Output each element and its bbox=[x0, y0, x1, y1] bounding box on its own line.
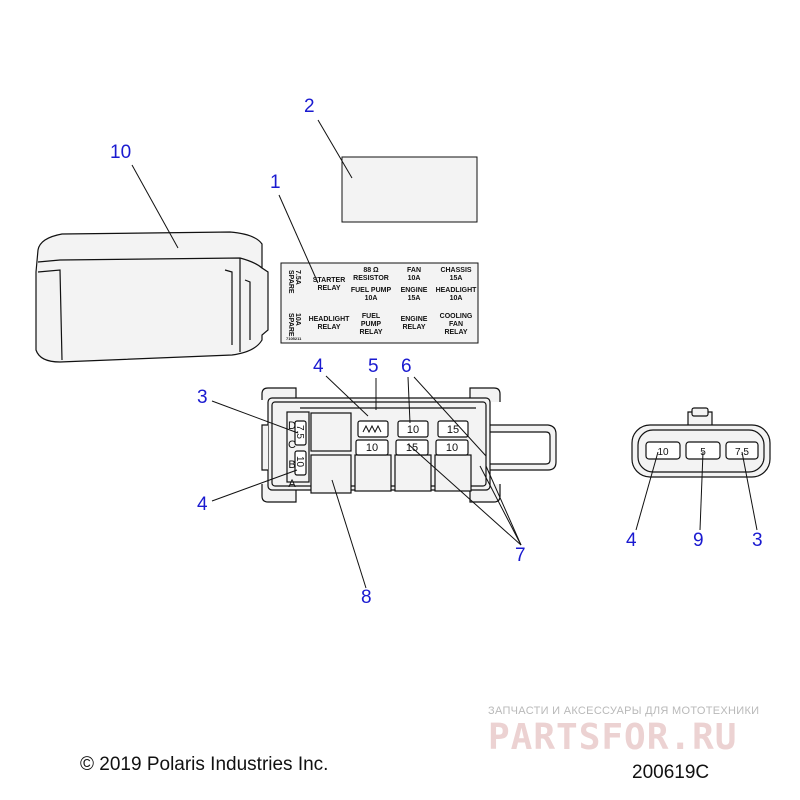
watermark-logo: PARTSFOR.RU bbox=[488, 717, 738, 758]
row-letter-b: B bbox=[288, 459, 295, 471]
diagram-part-number: 200619C bbox=[632, 762, 710, 783]
row-letter-a: A bbox=[288, 478, 296, 490]
callout-6: 6 bbox=[401, 356, 412, 377]
resistor-value-text: 88 Ω bbox=[363, 267, 379, 274]
copyright-text: © 2019 Polaris Industries Inc. bbox=[80, 754, 329, 775]
fuse-top-mid-text: 10 bbox=[407, 424, 419, 436]
callout-4-connector: 4 bbox=[626, 530, 637, 551]
side-fuse-10-text: 10 bbox=[294, 456, 305, 468]
fuse-low-left-text: 10 bbox=[366, 442, 378, 454]
resistor-text: RESISTOR bbox=[353, 275, 389, 282]
callout-numbers: 10 2 1 3 4 4 5 6 7 8 4 9 3 bbox=[110, 96, 763, 608]
fuse-box-cover bbox=[35, 231, 269, 363]
inline-fuse-connector bbox=[631, 407, 771, 478]
fuse-top-right-text: 15 bbox=[447, 424, 459, 436]
callout-3-connector: 3 bbox=[752, 530, 763, 551]
chassis-text: CHASSIS bbox=[440, 267, 471, 274]
fuse-box-texts: D C B A 7.5 10 10 15 10 15 10 bbox=[288, 420, 459, 490]
headlight-amp-text: 10A bbox=[450, 295, 463, 302]
fan-amp-text: 10A bbox=[408, 275, 421, 282]
callout-8: 8 bbox=[361, 587, 372, 608]
callout-3-fuse-box: 3 bbox=[197, 387, 208, 408]
callout-4-fuse-box-side: 4 bbox=[197, 494, 208, 515]
callout-2: 2 bbox=[304, 96, 315, 117]
headlight-text: HEADLIGHT bbox=[436, 287, 478, 294]
engine-relay-text-2: RELAY bbox=[402, 324, 425, 331]
spare-label-2: SPARE bbox=[287, 313, 294, 337]
engine-text: ENGINE bbox=[401, 287, 428, 294]
fan-text: FAN bbox=[407, 267, 421, 274]
fuel-pump-relay-text-3: RELAY bbox=[359, 329, 382, 336]
leader-lines bbox=[131, 119, 758, 589]
headlight-relay-text: HEADLIGHT bbox=[309, 316, 351, 323]
callout-4-fuse-box-top: 4 bbox=[313, 356, 324, 377]
engine-amp-text: 15A bbox=[408, 295, 421, 302]
starter-relay-text-2: RELAY bbox=[317, 285, 340, 292]
fuse-low-right-text: 10 bbox=[446, 442, 458, 454]
callout-7: 7 bbox=[515, 545, 526, 566]
callout-5: 5 bbox=[368, 356, 379, 377]
fuse-label-card: 7.5A SPARE 10A SPARE STARTER RELAY 88 Ω … bbox=[280, 262, 479, 344]
watermark-tagline: ЗАПЧАСТИ И АКСЕССУАРЫ ДЛЯ МОТОТЕХНИКИ bbox=[488, 705, 760, 717]
engine-relay-text: ENGINE bbox=[401, 316, 428, 323]
spare-7-5a-text: 7.5A bbox=[294, 270, 301, 285]
side-fuse-7-5-text: 7.5 bbox=[294, 425, 305, 439]
starter-relay-text: STARTER bbox=[313, 277, 346, 284]
callout-9: 9 bbox=[693, 530, 704, 551]
fuel-pump-relay-text: FUEL bbox=[362, 313, 381, 320]
blank-label bbox=[341, 156, 478, 223]
chassis-amp-text: 15A bbox=[450, 275, 463, 282]
cooling-fan-relay-text-2: FAN bbox=[449, 321, 463, 328]
label-code-text: 7105211 bbox=[286, 336, 302, 341]
cooling-fan-relay-text-3: RELAY bbox=[444, 329, 467, 336]
callout-10: 10 bbox=[110, 142, 131, 163]
row-letter-c: C bbox=[288, 439, 296, 451]
spare-10a-text: 10A bbox=[294, 313, 301, 326]
fuel-pump-relay-text-2: PUMP bbox=[361, 321, 382, 328]
cooling-fan-relay-text: COOLING bbox=[440, 313, 473, 320]
row-letter-d: D bbox=[288, 420, 296, 432]
spare-label-1: SPARE bbox=[287, 270, 294, 294]
connector-fuse-10-text: 10 bbox=[657, 447, 669, 458]
callout-1: 1 bbox=[270, 172, 281, 193]
fuel-pump-text: FUEL PUMP bbox=[351, 287, 392, 294]
headlight-relay-text-2: RELAY bbox=[317, 324, 340, 331]
fuse-box-base bbox=[261, 387, 557, 503]
fuel-pump-amp-text: 10A bbox=[365, 295, 378, 302]
